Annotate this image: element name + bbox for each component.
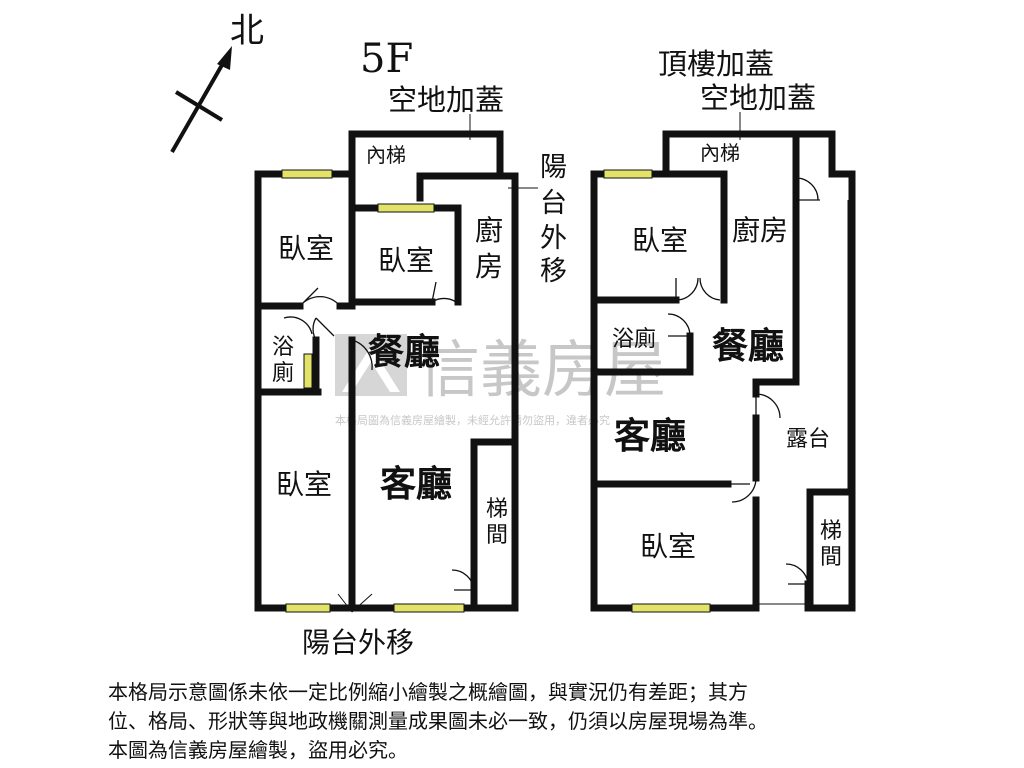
- note-open-space-addition-right: 空地加蓋: [700, 81, 816, 115]
- walls-roof: [590, 130, 856, 612]
- compass: 北: [170, 11, 264, 153]
- window-icon: [285, 603, 331, 613]
- door-icon: [795, 177, 820, 201]
- room-bedroom-s: 臥室: [640, 530, 696, 563]
- room-bath-right: 浴廁: [612, 327, 656, 352]
- door-icon: [755, 393, 781, 419]
- room-bedroom-nw: 臥室: [278, 232, 334, 265]
- disclaimer-line-1: 本格局示意圖係未依一定比例縮小繪製之概繪圖，與實況仍有差距；其方: [108, 680, 748, 704]
- door-icon: [299, 287, 341, 307]
- floor-plan-5f: 5F 空地加蓋 陽 台 外 移 陽台外移: [254, 36, 567, 659]
- note-open-space-addition: 空地加蓋: [388, 83, 504, 117]
- door-icon: [667, 313, 691, 337]
- room-stairwell-right-char2: 間: [820, 545, 842, 570]
- windows-roof: [603, 169, 711, 613]
- room-bath-char2: 廁: [272, 361, 294, 386]
- window-icon: [393, 603, 465, 613]
- disclaimer-line-3: 本圖為信義房屋繪製，盜用必究。: [108, 738, 408, 762]
- note-balcony-moved-char3: 外: [540, 223, 567, 254]
- compass-north-label: 北: [230, 11, 264, 51]
- room-terrace: 露台: [786, 427, 830, 452]
- door-icon: [312, 317, 335, 341]
- floor-plan-roof: 頂樓加蓋 空地加蓋: [590, 47, 856, 613]
- door-icon: [451, 569, 475, 591]
- door-icon: [699, 277, 721, 301]
- floor-title: 5F: [360, 36, 413, 82]
- disclaimer: 本格局示意圖係未依一定比例縮小繪製之概繪圖，與實況仍有差距；其方 位、格局、形狀…: [108, 678, 988, 765]
- room-kitchen-char2: 房: [475, 250, 503, 283]
- room-bedroom-mid: 臥室: [378, 244, 434, 277]
- watermark-notice: 本格局圖為信義房屋繪製，未經允許請勿盜用，違者必究: [335, 413, 610, 427]
- room-bedroom-sw: 臥室: [276, 468, 332, 501]
- north-arrow-icon: [170, 46, 232, 153]
- door-icon: [351, 339, 373, 371]
- room-kitchen-char1: 廚: [475, 214, 503, 247]
- room-dining-right: 餐廳: [712, 325, 784, 367]
- room-stairwell-right-char1: 梯: [820, 519, 842, 544]
- note-roof-addition: 頂樓加蓋: [658, 47, 774, 81]
- note-balcony-moved-char1: 陽: [540, 152, 567, 183]
- room-living: 客廳: [380, 463, 452, 505]
- note-balcony-moved-char2: 台: [540, 188, 567, 219]
- windows-5f: [281, 169, 465, 613]
- window-icon: [281, 169, 333, 179]
- room-bedroom-n: 臥室: [632, 224, 688, 257]
- door-icon: [785, 563, 809, 585]
- room-living-right: 客廳: [614, 415, 686, 457]
- doors-5f: [283, 281, 475, 591]
- note-balcony-moved-char4: 移: [540, 256, 567, 287]
- door-icon: [283, 316, 313, 335]
- floor-plan-diagram: 信義房屋 本格局圖為信義房屋繪製，未經允許請勿盜用，違者必究 北 5F 空地加蓋…: [170, 11, 856, 659]
- window-icon: [631, 603, 711, 613]
- walls-5f: [254, 130, 519, 612]
- window-icon: [603, 169, 653, 179]
- room-kitchen-right: 廚房: [732, 214, 788, 247]
- room-inner-stairs: 內梯: [366, 143, 406, 167]
- door-icon: [675, 277, 699, 301]
- watermark: 信義房屋 本格局圖為信義房屋繪製，未經允許請勿盜用，違者必究: [335, 333, 666, 427]
- window-icon: [377, 203, 435, 213]
- room-dining: 餐廳: [368, 331, 440, 373]
- note-balcony-moved-bottom: 陽台外移: [302, 626, 414, 659]
- brand-logo-icon: [335, 334, 407, 396]
- room-stairwell-char1: 梯: [486, 497, 508, 522]
- disclaimer-line-2: 位、格局、形狀等與地政機關測量成果圖未必一致，仍須以房屋現場為準。: [108, 709, 768, 733]
- room-bath-char1: 浴: [272, 335, 294, 360]
- door-icon: [728, 477, 757, 503]
- window-icon: [303, 353, 313, 389]
- room-stairwell-char2: 間: [486, 523, 508, 548]
- room-inner-stairs-right: 內梯: [700, 141, 740, 165]
- door-icon: [431, 281, 457, 303]
- doors-roof: [667, 177, 820, 585]
